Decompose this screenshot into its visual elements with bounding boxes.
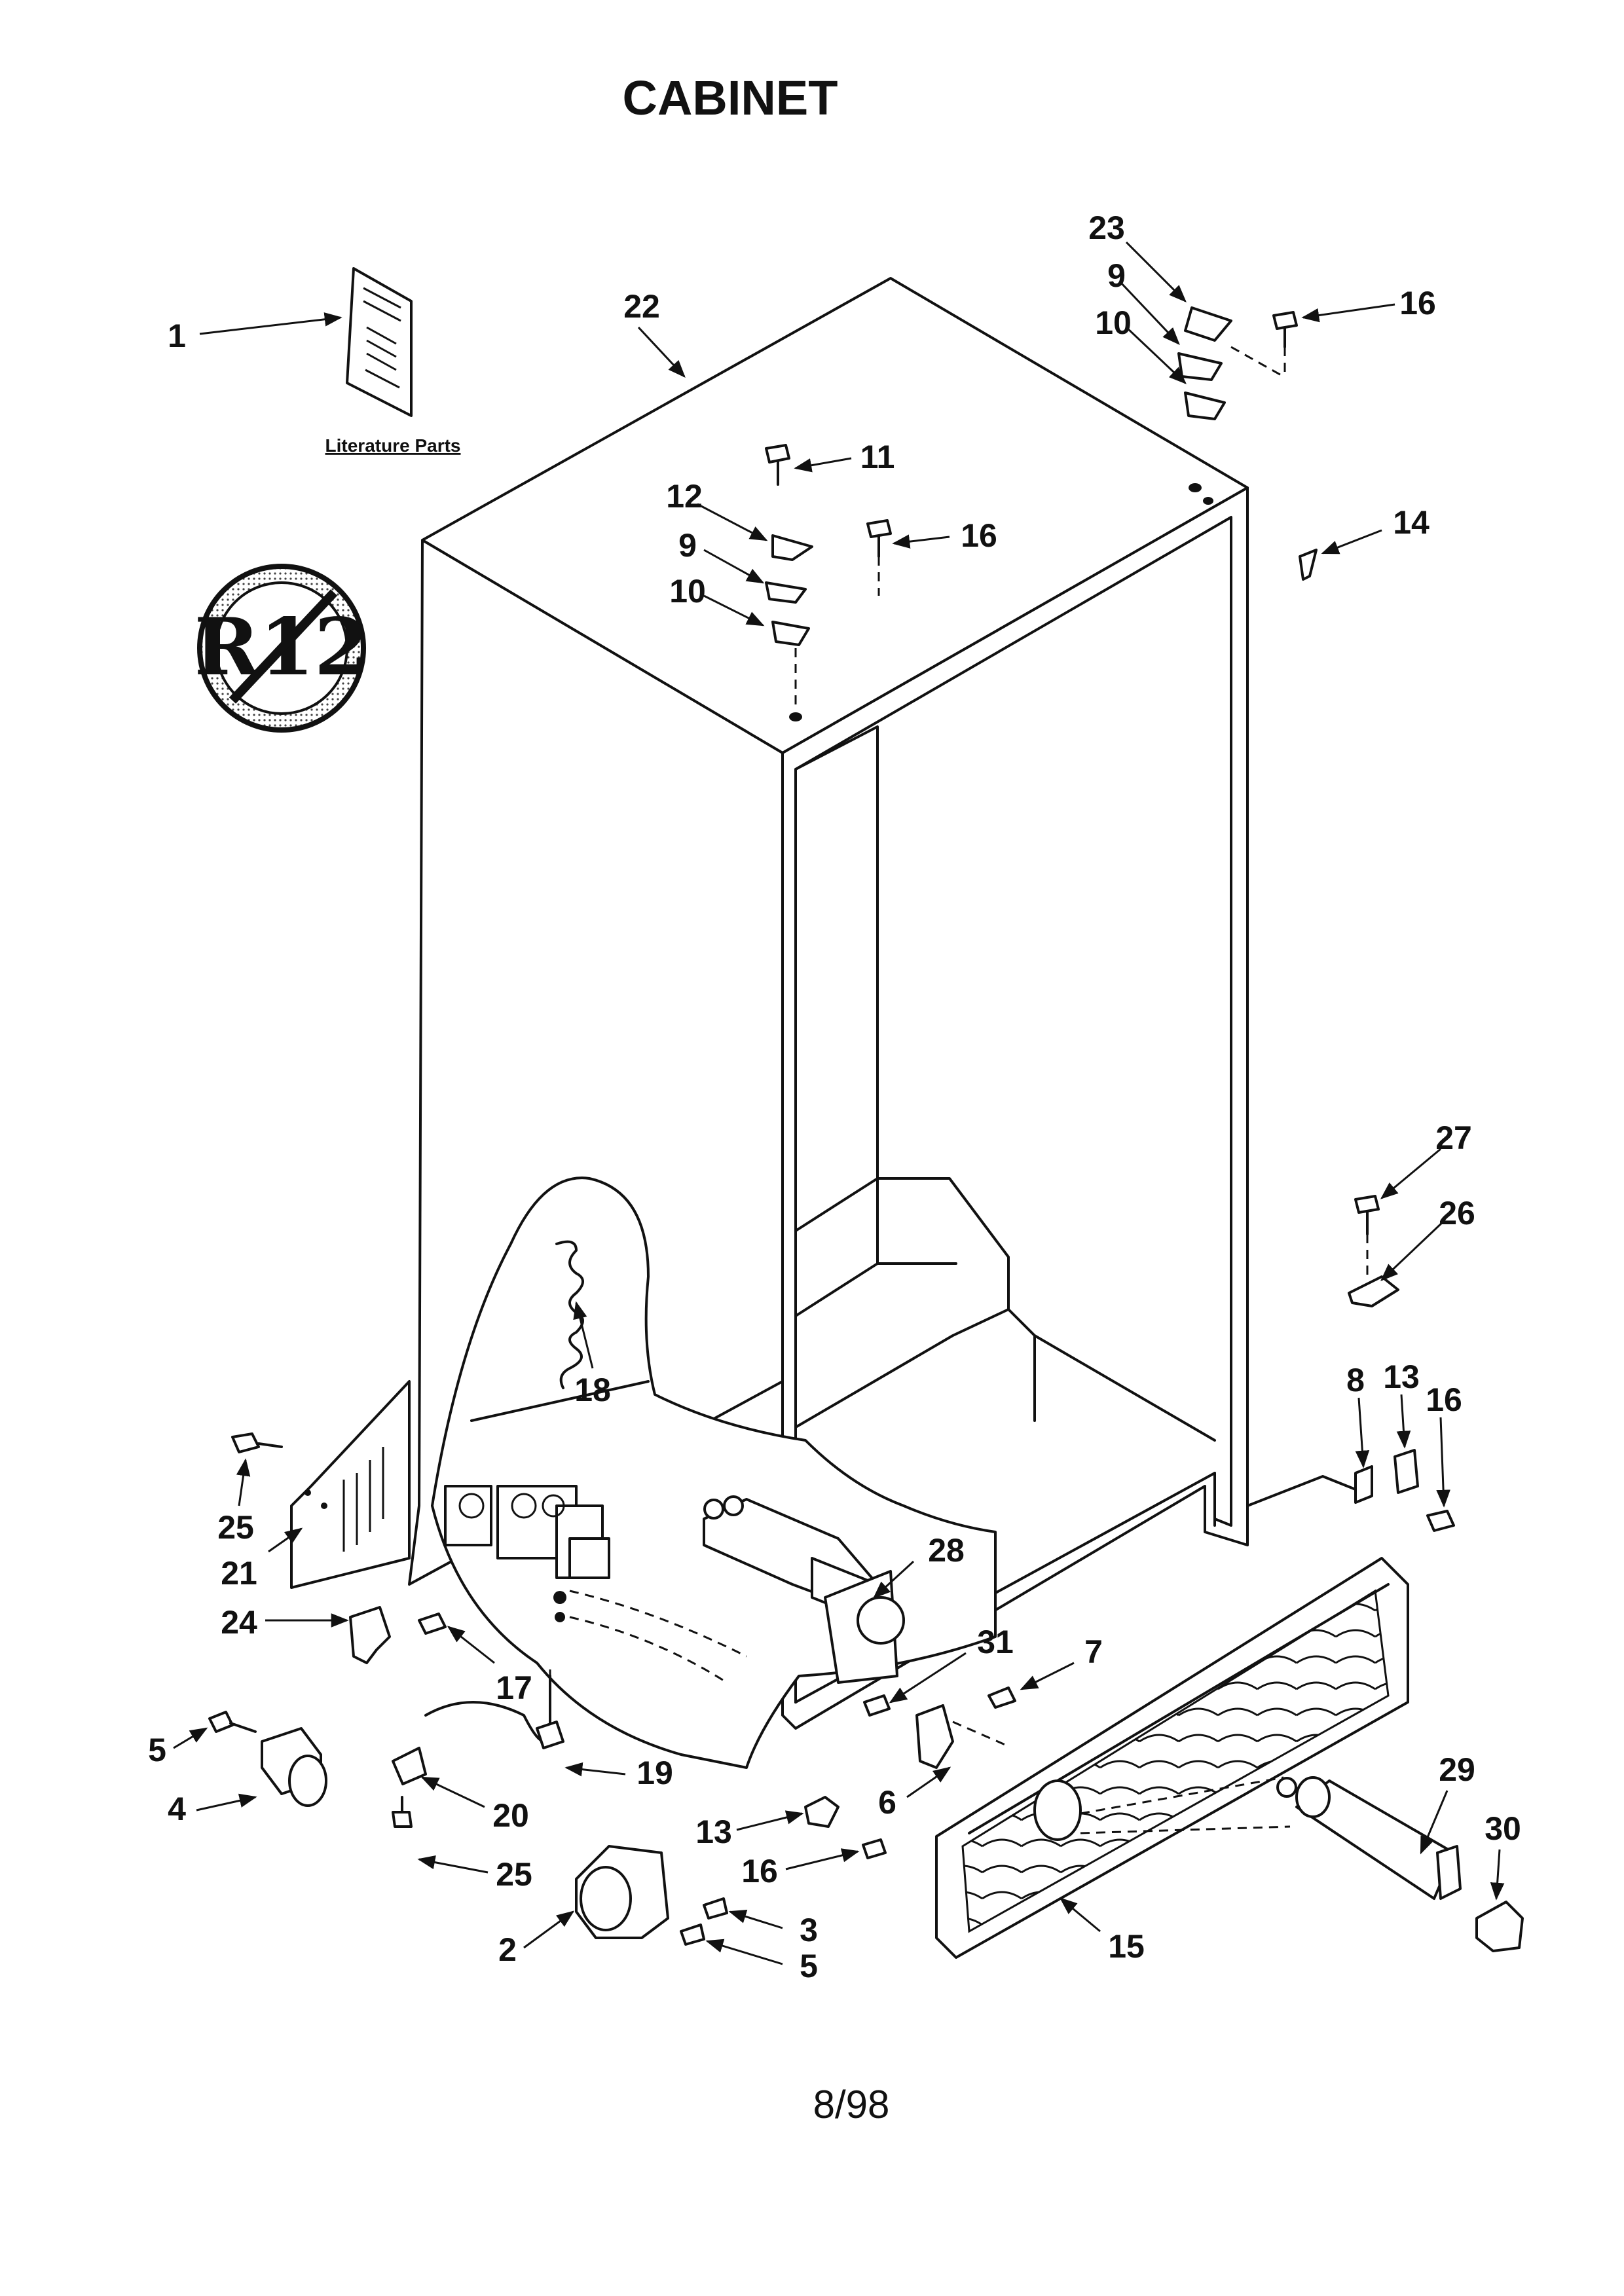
callout-29: 29 <box>1439 1751 1475 1788</box>
callout-16-top: 16 <box>1399 285 1436 321</box>
literature-parts-caption: Literature Parts <box>325 435 461 456</box>
callout-10-mid: 10 <box>669 573 706 610</box>
back-panel-part-21 <box>290 1380 411 1589</box>
callout-2: 2 <box>498 1931 517 1968</box>
callout-13-right: 13 <box>1383 1358 1420 1395</box>
callout-28: 28 <box>928 1532 965 1569</box>
callout-14: 14 <box>1393 504 1430 541</box>
callout-12: 12 <box>666 478 703 515</box>
callout-5-left: 5 <box>148 1732 166 1768</box>
toe-grille-part-15 <box>935 1557 1409 1959</box>
callout-9-top: 9 <box>1107 257 1126 294</box>
no-r12-logo: R12 <box>194 564 369 733</box>
callout-19: 19 <box>637 1755 673 1791</box>
callout-25-bottom: 25 <box>496 1856 532 1893</box>
callout-21: 21 <box>221 1555 257 1592</box>
filter-cap-part-30 <box>1475 1901 1524 1952</box>
callout-27: 27 <box>1435 1120 1472 1156</box>
callout-20: 20 <box>492 1797 529 1834</box>
page-title: CABINET <box>623 71 838 125</box>
callout-16-bottom: 16 <box>741 1853 778 1889</box>
callout-15: 15 <box>1108 1928 1145 1965</box>
callout-numbers: 1 22 23 9 10 16 11 12 16 9 10 14 27 26 8… <box>148 210 1521 1984</box>
callout-17: 17 <box>496 1669 532 1706</box>
callout-9-mid: 9 <box>678 527 697 564</box>
callout-7: 7 <box>1084 1633 1103 1670</box>
bottom-left-parts <box>261 1606 1006 1939</box>
screw-hardware <box>208 311 1455 1946</box>
literature-parts-booklet: Literature Parts <box>325 267 461 456</box>
callout-1: 1 <box>168 318 186 354</box>
hinge-parts-top <box>765 306 1318 707</box>
callout-leaders <box>173 241 1505 1965</box>
callout-18: 18 <box>574 1372 611 1408</box>
callout-10-top: 10 <box>1095 304 1132 341</box>
callout-16-mid: 16 <box>961 517 997 554</box>
callout-26: 26 <box>1439 1195 1475 1231</box>
air-duct-part-28 <box>703 1495 905 1684</box>
callout-13-bottom: 13 <box>695 1813 732 1850</box>
callout-16-right: 16 <box>1426 1381 1462 1418</box>
callout-11: 11 <box>860 439 895 475</box>
right-side-brackets <box>1246 1234 1419 1507</box>
callout-25-left: 25 <box>217 1509 254 1546</box>
callout-24: 24 <box>221 1604 257 1641</box>
callout-23: 23 <box>1088 210 1125 246</box>
callout-3: 3 <box>800 1912 818 1948</box>
callout-6: 6 <box>878 1784 896 1821</box>
callout-31: 31 <box>977 1624 1014 1660</box>
callout-5-bottom: 5 <box>800 1948 818 1984</box>
footer-date: 8/98 <box>813 2083 890 2126</box>
callout-8: 8 <box>1346 1362 1365 1398</box>
water-filter-part-29 <box>1276 1776 1462 1900</box>
callout-4: 4 <box>168 1791 186 1827</box>
callout-30: 30 <box>1485 1810 1521 1847</box>
callout-22: 22 <box>623 288 660 325</box>
